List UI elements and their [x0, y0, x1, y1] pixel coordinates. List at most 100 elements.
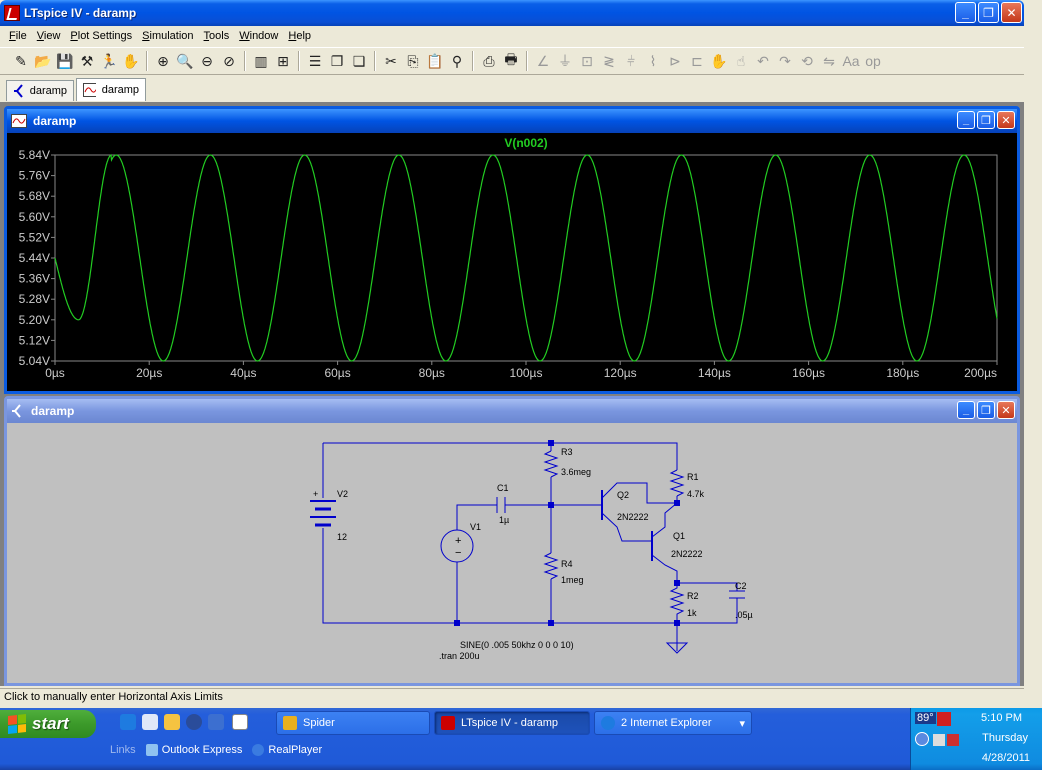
menu-tools[interactable]: Tools [203, 30, 230, 42]
tab-label: daramp [101, 84, 139, 96]
minimize-button[interactable]: _ [957, 111, 975, 129]
cut-icon[interactable]: ✂ [385, 52, 397, 69]
inductor-icon[interactable]: ⌇ [649, 52, 657, 69]
schematic-window-titlebar: daramp _ ❐ ✕ [7, 399, 1017, 423]
tile-vertical-icon[interactable]: ❏ [352, 52, 366, 69]
temperature-badge[interactable]: 89° [915, 712, 936, 724]
close-button[interactable]: ✕ [997, 401, 1015, 419]
menu-plot-settings[interactable]: Plot Settings [70, 30, 133, 42]
waveform-window-title: daramp [33, 114, 77, 128]
open-icon[interactable]: 📂 [34, 52, 52, 69]
link-outlook-express[interactable]: Outlook Express [145, 744, 242, 757]
r1-name: R1 [687, 472, 699, 482]
volume-icon[interactable] [933, 734, 945, 746]
mirror-icon[interactable]: ⇋ [823, 52, 835, 69]
ground-icon[interactable]: ⏚ [558, 53, 572, 69]
menu-view[interactable]: View [36, 30, 61, 42]
link-realplayer[interactable]: RealPlayer [252, 744, 322, 757]
undo-icon[interactable]: ↶ [757, 52, 769, 69]
autorange-icon[interactable]: ▥ [254, 52, 268, 69]
menu-file[interactable]: File [9, 30, 27, 42]
tab-schematic[interactable]: daramp [6, 80, 74, 101]
capacitor-icon[interactable]: ⫩ [626, 52, 636, 69]
explorer-icon[interactable] [208, 714, 224, 730]
tab-waveform[interactable]: daramp [76, 78, 146, 101]
maximize-button[interactable]: ❐ [978, 2, 999, 23]
security-icon[interactable] [947, 734, 959, 746]
start-button[interactable]: start [0, 710, 96, 738]
copy-icon[interactable]: ⎘ [407, 52, 419, 69]
schematic-pane[interactable]: + − + V2 12 V1 C1 1µ R3 3.6meg R4 1meg Q… [7, 423, 1017, 683]
close-button[interactable]: ✕ [997, 111, 1015, 129]
find-icon[interactable]: ⚲ [451, 52, 463, 69]
menu-simulation[interactable]: Simulation [142, 30, 194, 42]
menu-window[interactable]: Window [239, 30, 279, 42]
v1-name: V1 [470, 522, 481, 532]
task-ltspice[interactable]: LTspice IV - daramp [434, 711, 590, 735]
diode-icon[interactable]: ⊳ [669, 52, 681, 69]
minimize-button[interactable]: _ [955, 2, 976, 23]
tile-horizontal-icon[interactable]: ☰ [308, 52, 322, 69]
zoom-out-icon[interactable]: ⊖ [201, 52, 213, 69]
wire-icon[interactable]: ∠ [536, 52, 550, 69]
y-tick-label: 5.52V [19, 230, 50, 244]
zoom-pan-icon[interactable]: 🔍 [176, 52, 194, 69]
label-icon[interactable]: ⊡ [581, 52, 593, 69]
toolbar-separator [146, 51, 148, 71]
desktop-icon[interactable] [142, 714, 158, 730]
resistor-icon[interactable]: ≷ [603, 52, 615, 69]
maximize-button[interactable]: ❐ [977, 401, 995, 419]
sine-directive[interactable]: SINE(0 .005 50khz 0 0 0 10) [460, 640, 574, 650]
rotate-icon[interactable]: ⟲ [801, 52, 813, 69]
tran-directive[interactable]: .tran 200u [439, 651, 480, 661]
save-icon[interactable]: 💾 [56, 52, 74, 69]
folder-icon[interactable] [164, 714, 180, 730]
c1-name: C1 [497, 483, 509, 493]
move-icon[interactable]: ✋ [710, 52, 728, 69]
spice-directive-icon[interactable]: op [865, 53, 881, 69]
y-tick-label: 5.36V [19, 272, 50, 286]
zoom-cancel-icon[interactable]: ⊘ [223, 52, 235, 69]
run-icon[interactable]: 🏃 [100, 52, 118, 69]
y-tick-label: 5.04V [19, 354, 50, 368]
close-button[interactable]: ✕ [1001, 2, 1022, 23]
ie-icon [601, 716, 615, 730]
maximize-button[interactable]: ❐ [977, 111, 995, 129]
minimize-button[interactable]: _ [957, 401, 975, 419]
trace-v-n002[interactable] [54, 154, 998, 362]
q2-name: Q2 [617, 490, 629, 500]
ie-icon[interactable] [120, 714, 136, 730]
chevron-left-icon[interactable] [915, 732, 929, 746]
schematic-canvas[interactable]: + − + V2 12 V1 C1 1µ R3 3.6meg R4 1meg Q… [7, 423, 1017, 683]
r1-value: 4.7k [687, 489, 705, 499]
toolbar-separator [244, 51, 246, 71]
component-icon[interactable]: ⊏ [691, 52, 703, 69]
ltspice-icon [4, 5, 20, 21]
new-schematic-icon[interactable]: ✎ [15, 52, 27, 69]
q1-model: 2N2222 [671, 549, 703, 559]
trace-label[interactable]: V(n002) [504, 136, 547, 150]
redo-icon[interactable]: ↷ [779, 52, 791, 69]
task-ie[interactable]: 2 Internet Explorer ▾ [594, 711, 752, 735]
menu-help[interactable]: Help [288, 30, 312, 42]
paint-icon[interactable] [232, 714, 248, 730]
control-panel-icon[interactable]: ⚒ [80, 52, 94, 69]
y-tick-label: 5.84V [19, 148, 50, 162]
paste-icon[interactable]: 📋 [426, 52, 444, 69]
mark-icon[interactable]: ⊞ [277, 52, 289, 69]
media-player-icon[interactable] [186, 714, 202, 730]
drag-icon[interactable]: ☝ [736, 52, 746, 69]
x-tick-label: 80µs [419, 366, 445, 380]
clock-time[interactable]: 5:10 PM [981, 712, 1022, 724]
halt-icon[interactable]: ✋ [122, 52, 140, 69]
print-icon[interactable]: 🖶 [504, 51, 518, 67]
print-setup-icon[interactable]: ⎙ [483, 52, 495, 69]
text-icon[interactable]: Aa [842, 53, 860, 69]
zoom-in-icon[interactable]: ⊕ [157, 52, 169, 69]
waveform-plot[interactable]: 5.84V5.76V5.68V5.60V5.52V5.44V5.36V5.28V… [7, 133, 1017, 391]
cascade-icon[interactable]: ❐ [330, 52, 344, 69]
alert-icon[interactable] [937, 712, 951, 726]
task-spider[interactable]: Spider [276, 711, 430, 735]
